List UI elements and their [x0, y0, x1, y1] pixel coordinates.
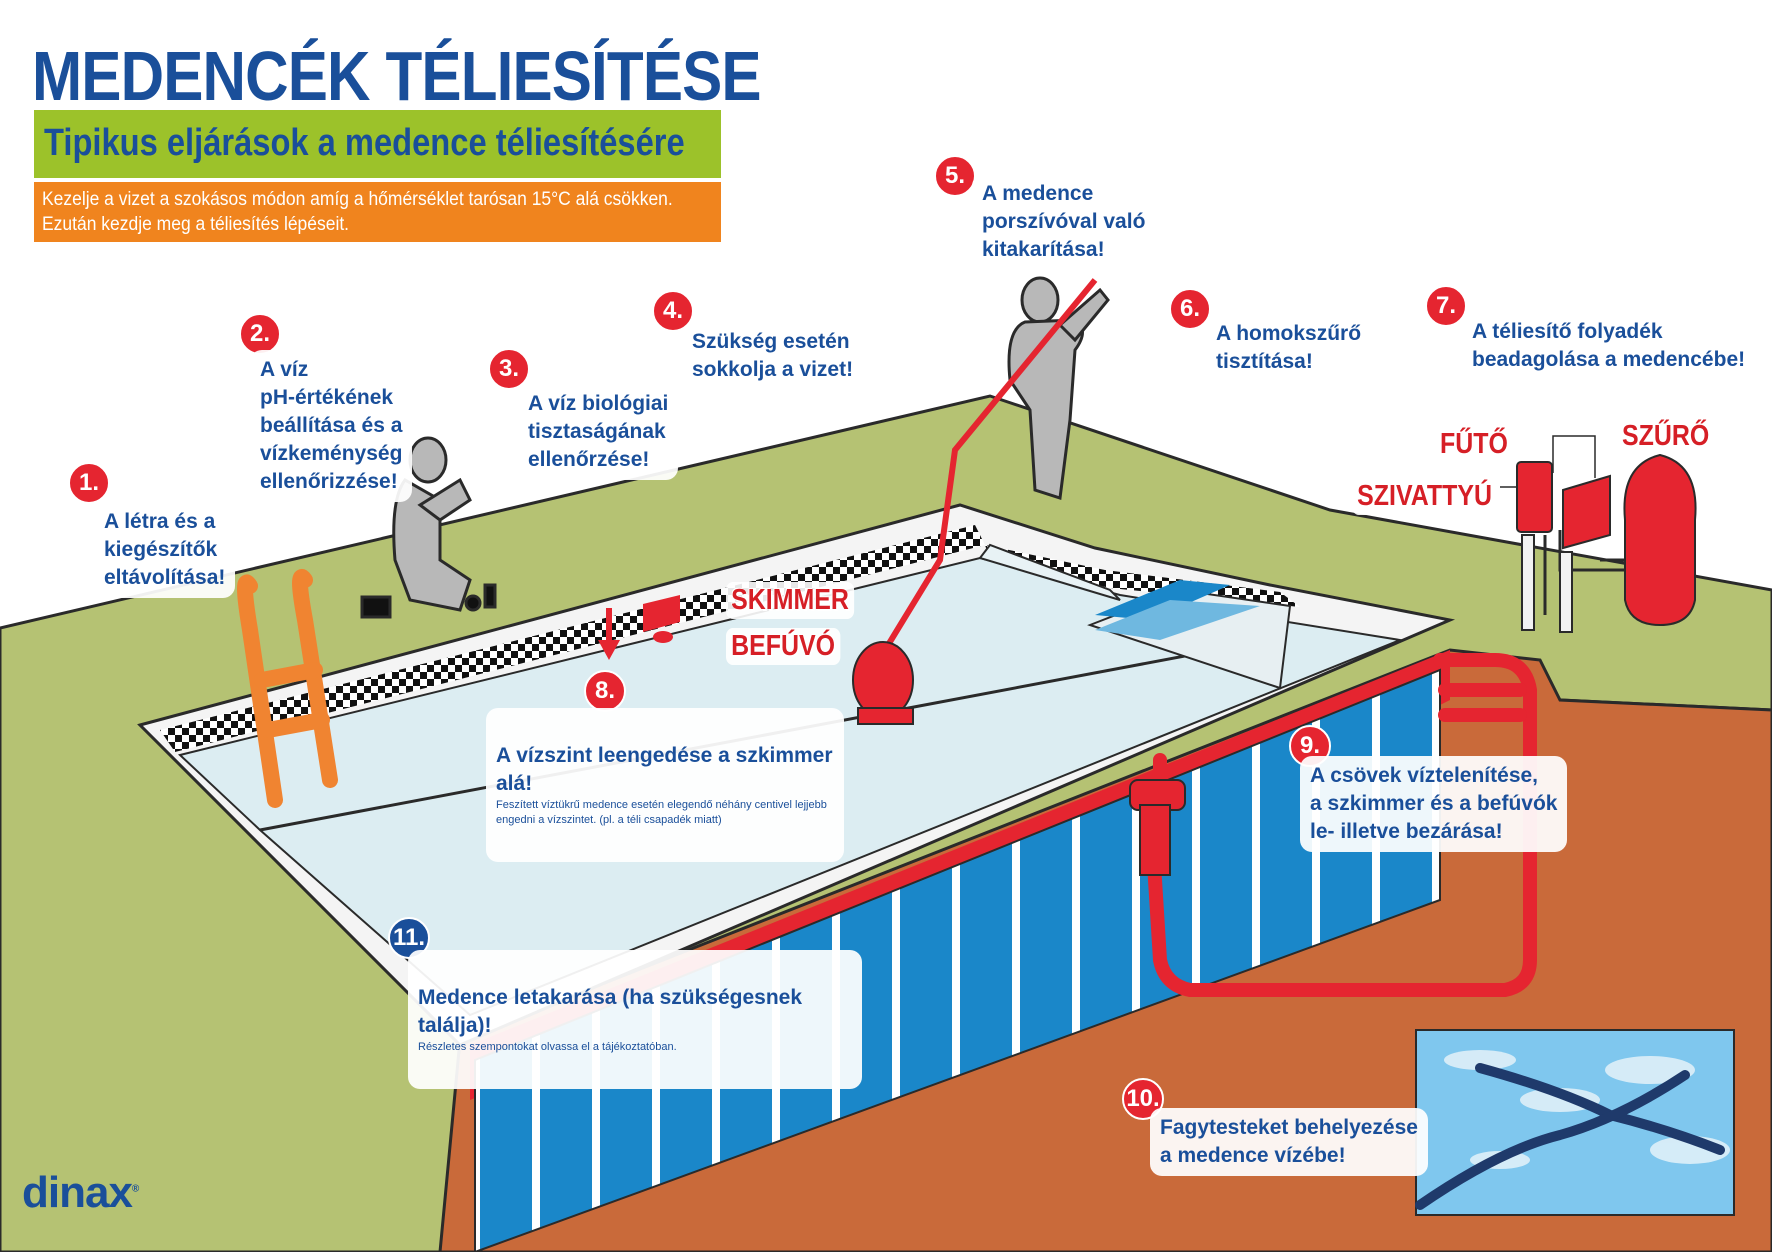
step-8-number: 8.: [584, 670, 626, 712]
tile-border: [160, 525, 985, 752]
vacuum: [852, 278, 1098, 725]
step-5-number: 5.: [934, 155, 976, 197]
step-8-label: A vízszint leengedése a szkimmer alá! Fe…: [486, 708, 844, 862]
subtitle-banner: Tipikus eljárások a medence téliesítésér…: [34, 110, 721, 178]
logo-text: dinax: [22, 1168, 133, 1217]
intro-note: Kezelje a vizet a szokásos módon amíg a …: [34, 182, 721, 242]
step-11-detail: Részletes szempontokat olvassa el a tájé…: [418, 1041, 677, 1053]
step-7-label: A téliesítő folyadék beadagolása a meden…: [1462, 312, 1756, 380]
step-2-number: 2.: [239, 313, 281, 355]
step-8-detail: Feszített víztükrű medence esetén elegen…: [496, 799, 827, 826]
step-7-number: 7.: [1425, 285, 1467, 327]
step-1-number: 1.: [68, 462, 110, 504]
step-3-number: 3.: [488, 348, 530, 390]
equipment: [1500, 435, 1697, 633]
heater-label: FŰTŐ: [1440, 428, 1508, 460]
step-6-label: A homokszűrő tisztítása!: [1206, 314, 1372, 382]
skimmer-pipe: [1129, 779, 1186, 876]
step-1-label: A létra és a kiegészítők eltávolítása!: [94, 502, 236, 598]
pool-wall-panels: [474, 668, 1441, 1252]
sand-filter: [1623, 453, 1697, 627]
step-4-label: Szükség esetén sokkolja a vizet!: [682, 322, 864, 390]
subtitle-text: Tipikus eljárások a medence téliesítésér…: [44, 122, 685, 164]
pump-label: SZIVATTYÚ: [1352, 478, 1498, 515]
intro-line-1: Kezelje a vizet a szokásos módon amíg a …: [42, 189, 673, 210]
page-title: MEDENCÉK TÉLIESÍTÉSE: [32, 37, 762, 115]
step-3-label: A víz biológiai tisztaságának ellenőrzés…: [518, 384, 679, 480]
step-11-label: Medence letakarása (ha szükségesnek talá…: [408, 950, 862, 1089]
filter-label: SZŰRŐ: [1622, 420, 1710, 452]
ladder: [237, 569, 338, 808]
step-10-label: Fagytesteket behelyezése a medence vízéb…: [1150, 1108, 1428, 1176]
float-inset: [1415, 1029, 1735, 1216]
heater: [1562, 474, 1611, 550]
brand-logo: dinax®: [22, 1168, 139, 1217]
pump: [1516, 461, 1553, 533]
inlet-label: BEFÚVÓ: [726, 628, 841, 665]
skimmer-marker: [598, 595, 680, 660]
pool-steps: [1087, 580, 1292, 690]
tile-border-right: [985, 545, 1300, 607]
step-11-text: Medence letakarása (ha szükségesnek talá…: [418, 986, 803, 1037]
step-8-text: A vízszint leengedése a szkimmer alá!: [496, 744, 833, 795]
far-wall: [978, 543, 1121, 601]
step-5-label: A medence porszívóval való kitakarítása!: [972, 174, 1156, 270]
kneeling-person: [360, 436, 497, 619]
skimmer-label: SKIMMER: [726, 582, 855, 619]
intro-line-2: Ezután kezdje meg a téliesítés lépéseit.: [42, 214, 350, 235]
step-6-number: 6.: [1169, 288, 1211, 330]
step-9-label: A csövek víztelenítése, a szkimmer és a …: [1300, 756, 1568, 852]
step-2-label: A víz pH-értékének beállítása és a vízke…: [250, 350, 413, 502]
